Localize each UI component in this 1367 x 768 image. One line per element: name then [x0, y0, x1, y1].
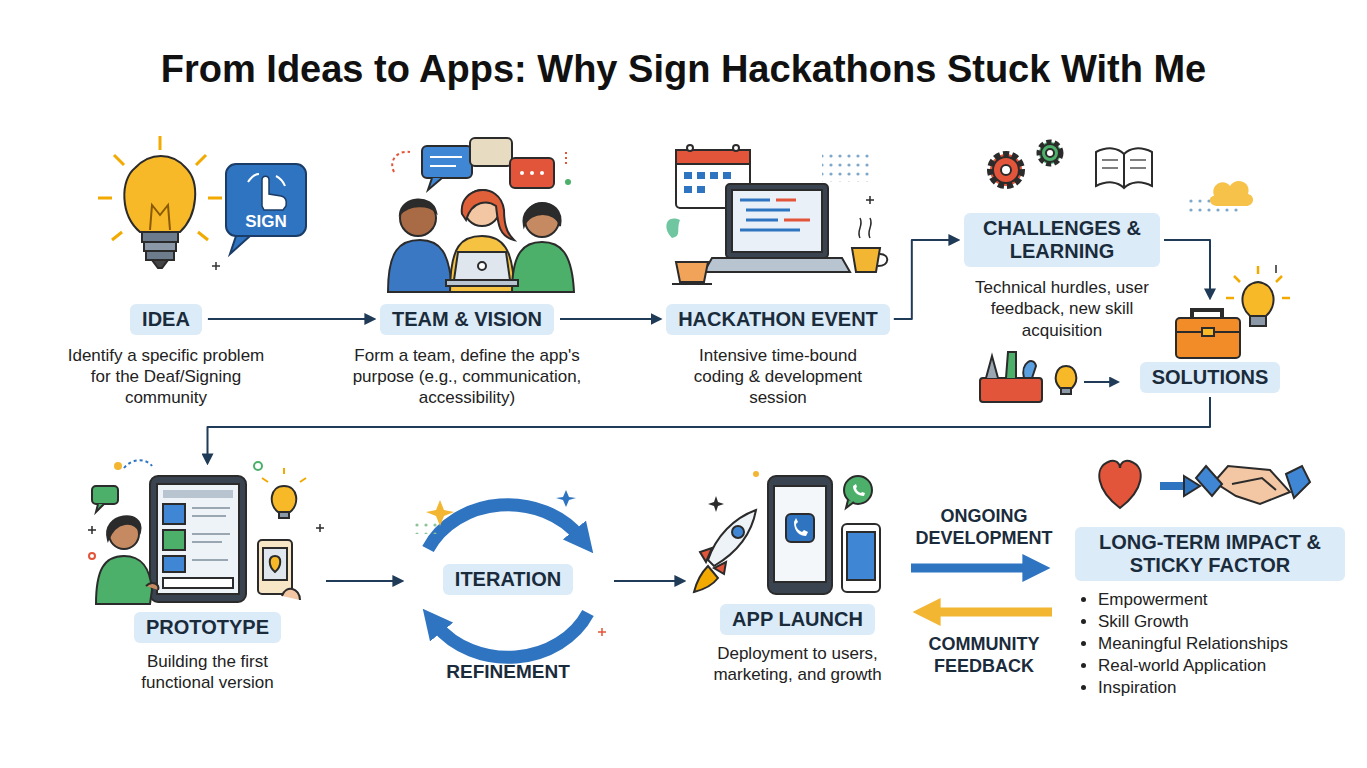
hackathon-illustration — [666, 145, 887, 284]
flow-arrow — [208, 397, 1211, 463]
flow-arrow — [326, 580, 402, 582]
iteration-cycle — [412, 490, 606, 657]
stage-group: PROTOTYPE Building the first functional v… — [95, 466, 320, 694]
cycle-label: REFINEMENT — [446, 661, 570, 683]
impact-item: Empowerment — [1098, 589, 1345, 611]
stage-label: CHALLENGES & LEARNINGTechnical hurdles, … — [964, 213, 1160, 267]
lightbulb-icon — [98, 136, 222, 268]
launch-illustration — [694, 471, 880, 594]
prototype-illustration — [88, 460, 324, 604]
stage-heading: HACKATHON EVENT — [678, 308, 878, 330]
stage-description: Technical hurdles, user feedback, new sk… — [957, 277, 1167, 341]
stage-group: LONG-TERM IMPACT & STICKY FACTOR Empowerm… — [1058, 527, 1345, 699]
impact-item: Meaningful Relationships — [1098, 633, 1345, 655]
stage-label: IDEAIdentify a specific problem for the … — [130, 304, 202, 335]
impact-item: Skill Growth — [1098, 611, 1345, 633]
stage-label: TEAM & VISIONForm a team, define the app… — [380, 304, 554, 335]
stage-description: Intensive time-bound coding & developmen… — [678, 345, 878, 409]
stage-description: Deployment to users, marketing, and grow… — [695, 643, 900, 686]
flow-arrow — [208, 318, 374, 320]
team-illustration — [388, 138, 574, 292]
sign-bubble-icon — [212, 164, 306, 270]
diagram-title: From Ideas to Apps: Why Sign Hackathons … — [0, 48, 1367, 91]
block-arrow — [935, 608, 1052, 617]
flow-arrow — [894, 240, 958, 319]
stage-heading: TEAM & VISION — [392, 308, 542, 330]
icon-text: SIGN — [245, 212, 287, 232]
stage-heading: SOLUTIONS — [1140, 362, 1281, 393]
stage-heading: PROTOTYPE — [134, 612, 281, 643]
stage-description: Identify a specific problem for the Deaf… — [66, 345, 266, 409]
block-arrow — [911, 564, 1028, 573]
flow-arrow — [614, 580, 684, 582]
stage-description: Building the first functional version — [113, 651, 303, 694]
stage-description: Form a team, define the app's purpose (e… — [344, 345, 589, 409]
impact-item: Real-world Application — [1098, 655, 1345, 677]
flow-arrow — [1164, 240, 1210, 298]
stage-group: SOLUTIONS — [1130, 302, 1290, 393]
flow-arrow — [560, 318, 660, 320]
stage-group: APP LAUNCH Deployment to users, marketing… — [690, 470, 905, 686]
impact-illustration — [1099, 461, 1310, 508]
impact-item: Inspiration — [1098, 677, 1345, 699]
stage-heading: CHALLENGES & LEARNING — [983, 217, 1141, 262]
stage-heading: IDEA — [142, 308, 190, 330]
stage-heading: APP LAUNCH — [720, 604, 875, 635]
stage-heading: LONG-TERM IMPACT & STICKY FACTOR — [1075, 527, 1345, 581]
stage-label: HACKATHON EVENTIntensive time-bound codi… — [666, 304, 890, 335]
stage-group: ITERATION — [408, 500, 608, 662]
edge-label: COMMUNITY FEEDBACK — [906, 633, 1062, 678]
edge-label: ONGOING DEVELOPMENT — [906, 505, 1062, 550]
stage-heading: ITERATION — [443, 564, 573, 595]
